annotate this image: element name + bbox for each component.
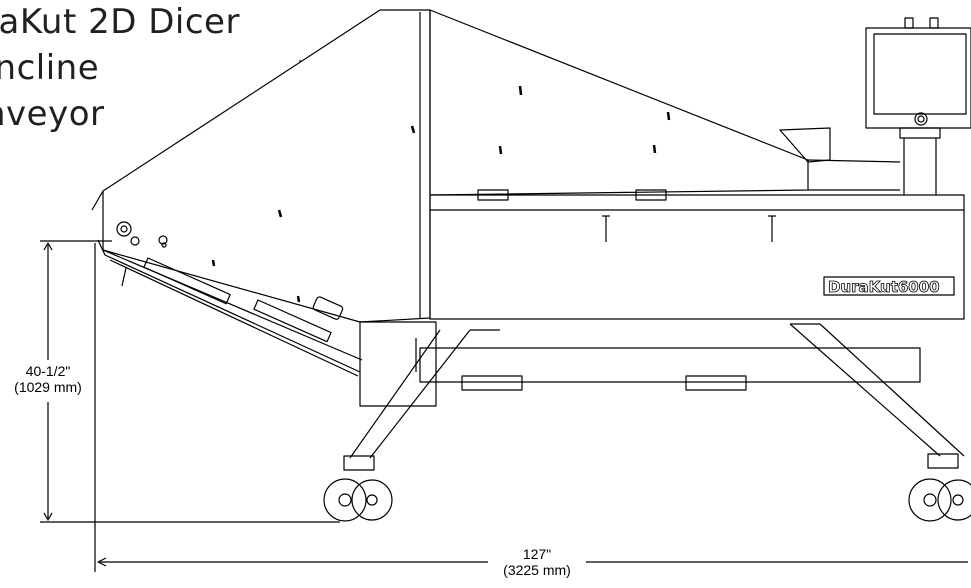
control-panel (865, 17, 971, 195)
height-dimension-label: 40-1/2" (1029 mm) (2, 363, 94, 395)
conveyor-belt (97, 221, 363, 377)
dicer-cabinet (429, 9, 965, 320)
title-line-2: Incline (0, 48, 100, 88)
right-caster (908, 453, 971, 522)
title-line-1: raKut 2D Dicer (0, 2, 240, 42)
length-metric: (3225 mm) (503, 562, 571, 578)
stand-frame (349, 321, 965, 459)
left-caster (323, 455, 393, 522)
length-dimension-label: 127" (3225 mm) (492, 546, 582, 578)
height-dimension-line (40, 240, 340, 523)
brand-plate (823, 276, 955, 296)
title-line-3: nveyor (0, 94, 105, 134)
cabinet-handles (602, 215, 776, 242)
hood-latches (211, 85, 671, 303)
length-dimension-line (94, 243, 968, 572)
brand-label: DuraKut6000 (828, 278, 940, 296)
length-imperial: 127" (522, 546, 552, 562)
height-metric: (1029 mm) (14, 379, 82, 395)
height-imperial: 40-1/2" (25, 363, 71, 379)
